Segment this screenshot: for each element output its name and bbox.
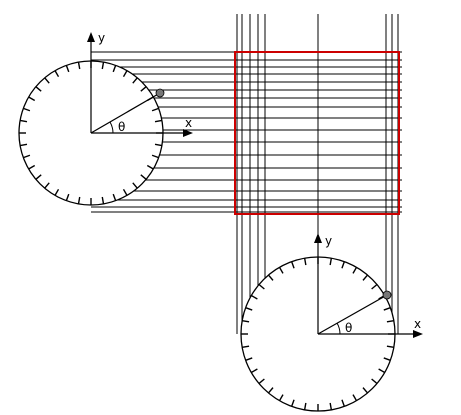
tick-mark <box>54 188 60 196</box>
tick-mark <box>291 261 295 269</box>
tick-mark <box>362 274 369 281</box>
tick-mark <box>35 86 42 92</box>
intersection-square <box>234 51 400 215</box>
tick-mark <box>151 107 159 112</box>
bottom-circle-ticks <box>241 257 395 411</box>
tick-mark <box>378 368 386 374</box>
tick-mark <box>371 378 378 385</box>
tick-mark <box>242 345 250 349</box>
tick-mark <box>154 119 163 123</box>
tick-mark <box>371 283 378 290</box>
tick-mark <box>267 274 274 281</box>
left-angle-arc <box>109 121 114 134</box>
tick-mark <box>250 368 258 374</box>
tick-mark <box>278 394 284 402</box>
left-x-label: x <box>185 116 192 130</box>
tick-mark <box>329 258 333 266</box>
tick-mark <box>303 402 307 410</box>
tick-mark <box>245 357 253 361</box>
tick-mark <box>23 107 31 112</box>
tick-mark <box>23 154 31 159</box>
tick-mark <box>140 86 147 92</box>
left-y-axis-arrow <box>87 32 95 42</box>
tick-mark <box>44 77 50 84</box>
tick-mark <box>258 283 265 290</box>
tick-mark <box>28 96 36 102</box>
tick-mark <box>362 387 369 394</box>
tick-mark <box>112 193 117 201</box>
bottom-y-axis-arrow <box>314 233 322 243</box>
bottom-y-label: y <box>325 234 332 248</box>
tick-mark <box>19 119 28 123</box>
tick-mark <box>341 261 345 269</box>
tick-mark <box>77 196 81 205</box>
tick-mark <box>383 307 391 311</box>
tick-mark <box>35 174 42 180</box>
left-radius <box>90 92 161 134</box>
tick-mark <box>250 294 258 300</box>
tick-mark <box>44 182 50 189</box>
tick-mark <box>112 65 117 73</box>
tick-mark <box>352 394 358 402</box>
tick-mark <box>132 77 138 84</box>
tick-mark <box>242 319 250 323</box>
left-x-axis-arrow <box>183 129 193 137</box>
left-y-label: y <box>98 31 105 45</box>
left-circle-ticks <box>19 61 163 205</box>
tick-mark <box>151 154 159 159</box>
bottom-x-axis-arrow <box>413 330 423 338</box>
tick-mark <box>122 70 128 78</box>
tick-mark <box>267 387 274 394</box>
tick-mark <box>28 164 36 170</box>
tick-mark <box>65 65 70 73</box>
tick-mark <box>258 378 265 385</box>
tick-mark <box>122 188 128 196</box>
left-marker-dot <box>155 88 165 98</box>
tick-mark <box>77 61 81 70</box>
tick-mark <box>140 174 147 180</box>
tick-mark <box>291 399 295 407</box>
bottom-angle-arc <box>336 322 341 335</box>
tick-mark <box>245 307 253 311</box>
left-angle-label: θ <box>118 120 125 134</box>
tick-mark <box>132 182 138 189</box>
tick-mark <box>54 70 60 78</box>
tick-mark <box>341 399 345 407</box>
bottom-angle-label: θ <box>345 321 352 335</box>
bottom-radius <box>317 294 388 335</box>
tick-mark <box>329 402 333 410</box>
bottom-marker-dot <box>382 290 392 300</box>
tick-mark <box>101 61 105 70</box>
tick-mark <box>101 196 105 205</box>
tick-mark <box>19 143 28 147</box>
tick-mark <box>154 143 163 147</box>
bottom-x-label: x <box>414 317 421 331</box>
tick-mark <box>303 258 307 266</box>
tick-mark <box>278 266 284 274</box>
tick-mark <box>352 266 358 274</box>
tick-mark <box>383 357 391 361</box>
tick-mark <box>65 193 70 201</box>
tick-mark <box>386 345 394 349</box>
tick-mark <box>386 319 394 323</box>
tick-mark <box>146 164 154 170</box>
